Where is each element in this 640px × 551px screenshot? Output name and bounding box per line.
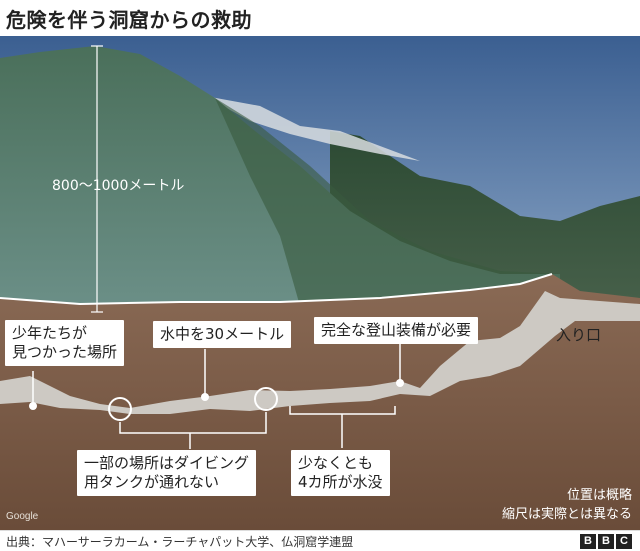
page-title: 危険を伴う洞窟からの救助 <box>6 8 252 32</box>
bracket-tanks <box>119 412 267 434</box>
marker-boys <box>29 402 37 410</box>
forest-slope <box>215 98 560 306</box>
narrow-point-2 <box>254 387 278 411</box>
note-scale: 縮尺は実際とは異なる <box>501 507 632 522</box>
ridge-highlight <box>205 96 420 161</box>
cave-diagram: 800〜1000メートル 少年たちが 見つかった場所 水中を30メートル 完全な… <box>0 36 640 530</box>
bbc-logo-letter-3: C <box>616 534 632 549</box>
label-no-diving-tanks: 一部の場所はダイビング 用タンクが通れない <box>77 450 257 496</box>
footer: 出典：マハーサーラカーム・ラーチャパット大学、仏洞窟学連盟 B B C <box>0 530 640 551</box>
bbc-logo-letter-2: B <box>598 534 614 549</box>
cave-passage <box>0 291 640 414</box>
note-position: 位置は概略 <box>566 488 632 503</box>
label-underwater: 水中を30メートル <box>153 321 292 348</box>
label-climbing-gear: 完全な登山装備が必要 <box>314 317 479 344</box>
bbc-logo-letter-1: B <box>580 534 596 549</box>
bbc-logo: B B C <box>580 534 632 549</box>
label-entrance: 入り口 <box>556 326 602 344</box>
marker-gear <box>396 379 404 387</box>
source-credit: 出典：マハーサーラカーム・ラーチャパット大学、仏洞窟学連盟 <box>6 535 354 549</box>
label-flooded: 少なくとも 4カ所が水没 <box>291 450 390 496</box>
narrow-point-1 <box>108 397 132 421</box>
label-boys-found: 少年たちが 見つかった場所 <box>5 320 125 366</box>
altitude-label: 800〜1000メートル <box>52 178 185 194</box>
google-watermark: Google <box>6 511 39 522</box>
marker-underwater <box>201 393 209 401</box>
